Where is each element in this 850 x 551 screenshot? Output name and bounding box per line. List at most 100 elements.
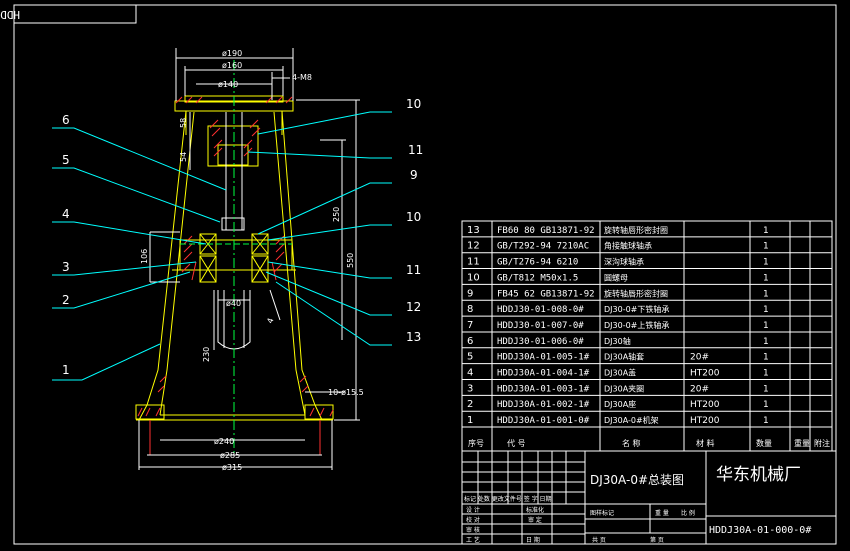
header-no: 序号 bbox=[468, 438, 484, 448]
parts-cell-name: DJ30A-0#机架 bbox=[604, 415, 659, 425]
dim-d315: ø315 bbox=[222, 463, 242, 472]
parts-cell-qty: 1 bbox=[763, 369, 769, 379]
header-wt: 重量 bbox=[794, 438, 810, 448]
dim-d240: ø240 bbox=[214, 437, 234, 446]
label-design: 设 计 bbox=[466, 506, 480, 514]
parts-cell-qty: 1 bbox=[763, 273, 769, 283]
callout-right-1: 10 bbox=[406, 97, 421, 111]
parts-cell-code: HDDJ30-01-008-0# bbox=[497, 305, 584, 315]
parts-cell-mat: 20# bbox=[690, 384, 709, 394]
parts-cell-no: 12 bbox=[467, 241, 480, 252]
parts-cell-mat: HT200 bbox=[690, 416, 720, 426]
parts-cell-qty: 1 bbox=[763, 400, 769, 410]
parts-cell-name: DJ30A盖 bbox=[604, 368, 636, 378]
dim-h550: 550 bbox=[346, 253, 355, 268]
parts-cell-code: HDDJ30A-01-005-1# bbox=[497, 353, 590, 363]
label-check: 校 对 bbox=[466, 516, 480, 524]
label-stage: 图样标记 bbox=[590, 509, 614, 517]
label-process: 工 艺 bbox=[466, 536, 480, 544]
drawing-border bbox=[13, 4, 837, 545]
callout-left-2: 5 bbox=[62, 153, 70, 167]
label-scale: 比 例 bbox=[681, 509, 695, 517]
parts-cell-name: DJ30A轴套 bbox=[604, 352, 644, 362]
callout-left-6: 1 bbox=[62, 363, 70, 377]
parts-cell-code: GB/T276-94 6210 bbox=[497, 258, 578, 268]
header-note: 附注 bbox=[814, 438, 830, 448]
parts-cell-qty: 1 bbox=[763, 321, 769, 331]
dim-h58: 58 bbox=[179, 118, 188, 128]
dim-h230: 230 bbox=[202, 347, 211, 362]
drawing-number: HDDJ30A-01-000-0# bbox=[709, 525, 811, 536]
dimension-labels: ø190 ø160 ø140 4-M8 58 54 106 250 550 23… bbox=[140, 49, 364, 472]
section-hatching bbox=[137, 96, 334, 455]
title-block-labels: 标记 处数 更改文件号 签 字 日期 设 计 校 对 审 核 工 艺 标准化 审… bbox=[464, 495, 695, 544]
revision-row: 标记 处数 更改文件号 签 字 日期 bbox=[464, 495, 552, 503]
callout-left-3: 4 bbox=[62, 207, 70, 221]
parts-cell-qty: 1 bbox=[763, 384, 769, 394]
parts-cell-no: 11 bbox=[467, 257, 480, 268]
parts-cell-code: HDDJ30A-01-001-0# bbox=[497, 416, 590, 426]
callout-numbers: 6 5 4 3 2 1 10 11 9 10 11 12 13 bbox=[62, 97, 423, 377]
dim-m8: 4-M8 bbox=[292, 73, 312, 82]
header-mat: 材 料 bbox=[696, 438, 715, 448]
parts-cell-code: GB/T292-94 7210AC bbox=[497, 242, 589, 252]
dim-h54: 54 bbox=[179, 152, 188, 162]
header-name: 名 称 bbox=[622, 438, 641, 448]
parts-cell-code: HDDJ30A-01-004-1# bbox=[497, 369, 590, 379]
callout-right-5: 11 bbox=[406, 263, 421, 277]
parts-cell-name: 旋转轴唇形密封圈 bbox=[604, 288, 668, 298]
parts-cell-no: 4 bbox=[467, 368, 473, 379]
callout-right-4: 10 bbox=[406, 210, 421, 224]
parts-cell-name: 深沟球轴承 bbox=[604, 257, 644, 267]
parts-cell-qty: 1 bbox=[763, 416, 769, 426]
parts-cell-qty: 1 bbox=[763, 289, 769, 299]
dim-d190: ø190 bbox=[222, 49, 242, 58]
parts-cell-name: DJ30-0#上铁轴承 bbox=[604, 320, 669, 330]
label-sheet-no: 第 页 bbox=[650, 536, 664, 544]
parts-cell-code: FB45 62 GB13871-92 bbox=[497, 289, 595, 299]
parts-cell-mat: HT200 bbox=[690, 369, 720, 379]
label-sheet-total: 共 页 bbox=[592, 536, 606, 544]
callout-leaders bbox=[52, 111, 392, 381]
parts-cell-name: 旋转轴唇形密封圈 bbox=[604, 225, 668, 235]
parts-cell-code: FB60 80 GB13871-92 bbox=[497, 226, 595, 236]
dim-four: 4 bbox=[265, 317, 275, 325]
parts-cell-name: DJ30轴 bbox=[604, 336, 631, 346]
top-drawing-id: HDDJ30A-01-000-0# bbox=[0, 8, 20, 21]
label-standardize: 标准化 bbox=[526, 506, 544, 514]
label-date: 日 期 bbox=[526, 536, 540, 544]
dim-h250: 250 bbox=[332, 207, 341, 222]
parts-cell-qty: 1 bbox=[763, 337, 769, 347]
dim-d285: ø285 bbox=[220, 451, 240, 460]
callout-left-1: 6 bbox=[62, 113, 70, 127]
label-audit: 审 定 bbox=[528, 516, 542, 524]
company-name: 华东机械厂 bbox=[716, 465, 801, 485]
header-qty: 数量 bbox=[756, 438, 772, 448]
callout-right-3: 9 bbox=[410, 168, 418, 182]
parts-cell-code: HDDJ30-01-006-0# bbox=[497, 337, 584, 347]
parts-cell-qty: 1 bbox=[763, 305, 769, 315]
parts-cell-code: HDDJ30-01-007-0# bbox=[497, 321, 584, 331]
title-block: DJ30A-0#总装图 华东机械厂 HDDJ30A-01-000-0# 标记 处… bbox=[461, 450, 837, 545]
parts-cell-no: 9 bbox=[467, 288, 473, 299]
parts-cell-no: 10 bbox=[467, 272, 480, 283]
parts-cell-qty: 1 bbox=[763, 242, 769, 252]
parts-cell-name: DJ30-0#下铁轴承 bbox=[604, 304, 669, 314]
dim-h106: 106 bbox=[140, 249, 149, 264]
parts-cell-no: 7 bbox=[467, 320, 473, 331]
parts-cell-name: 圆螺母 bbox=[604, 272, 628, 282]
parts-cell-no: 2 bbox=[467, 399, 473, 410]
callout-left-4: 3 bbox=[62, 260, 70, 274]
parts-cell-code: GB/T812 M50x1.5 bbox=[497, 273, 578, 283]
dim-d40: ø40 bbox=[226, 299, 241, 308]
dim-d140: ø140 bbox=[218, 80, 238, 89]
callout-right-7: 13 bbox=[406, 330, 421, 344]
label-weight: 重 量 bbox=[655, 509, 669, 517]
parts-cell-mat: HT200 bbox=[690, 400, 720, 410]
parts-cell-qty: 1 bbox=[763, 226, 769, 236]
parts-cell-code: HDDJ30A-01-002-1# bbox=[497, 400, 590, 410]
parts-cell-qty: 1 bbox=[763, 258, 769, 268]
